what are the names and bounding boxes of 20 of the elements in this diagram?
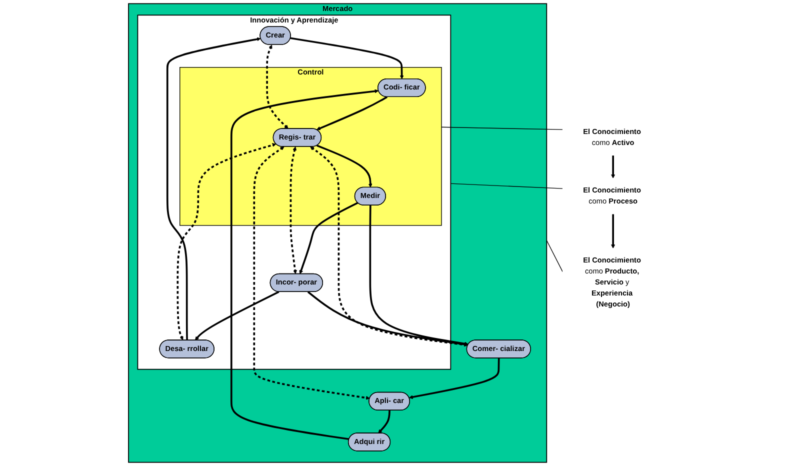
arrow bbox=[310, 146, 468, 347]
arrow bbox=[316, 144, 372, 188]
connector bbox=[450, 183, 564, 189]
arrow bbox=[611, 155, 616, 178]
arrow bbox=[166, 37, 261, 340]
arrow bbox=[253, 146, 370, 400]
arrow bbox=[290, 37, 404, 80]
arrow bbox=[299, 202, 358, 274]
arrow bbox=[316, 96, 388, 130]
arrow bbox=[194, 291, 280, 340]
arrow bbox=[266, 44, 288, 129]
arrow bbox=[290, 146, 298, 274]
arrow bbox=[176, 143, 276, 340]
arrow bbox=[230, 89, 379, 440]
arrow bbox=[611, 214, 616, 249]
arrow bbox=[369, 205, 469, 346]
connector bbox=[546, 240, 564, 272]
connector bbox=[441, 126, 564, 130]
arrow bbox=[378, 410, 390, 434]
arrow bbox=[408, 358, 500, 400]
